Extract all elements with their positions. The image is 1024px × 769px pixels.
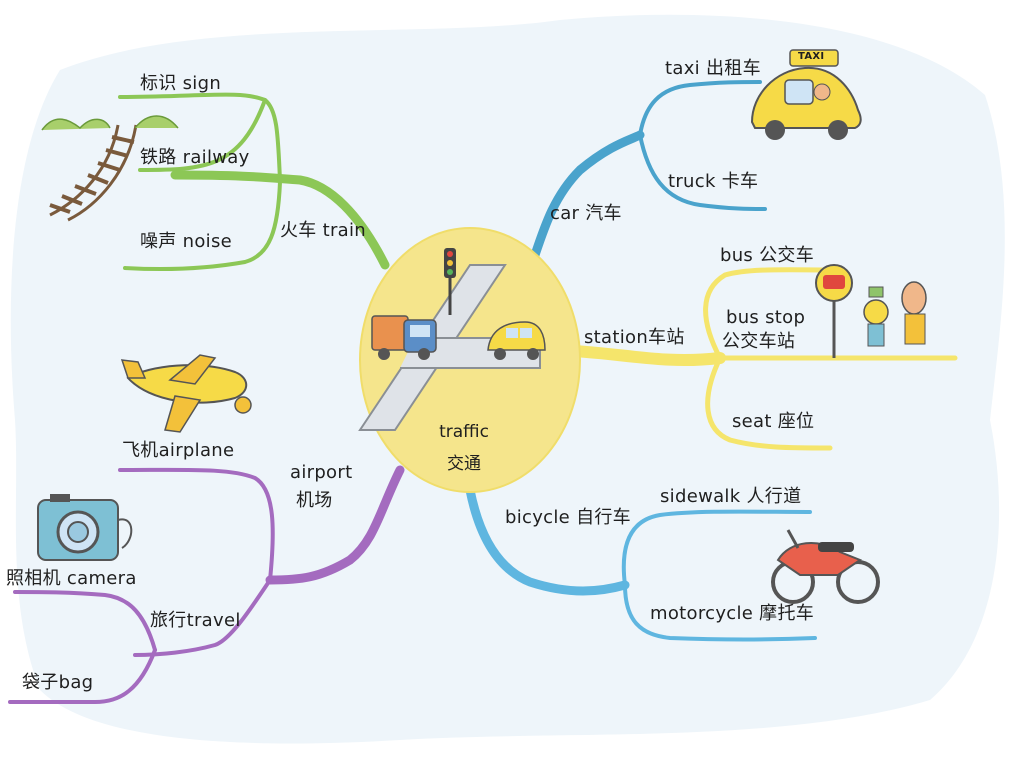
center-label-en: traffic [439, 422, 489, 442]
branch-label-bicycle: bicycle 自行车 [505, 507, 631, 528]
center-taxi-icon [487, 321, 546, 360]
taxi-icon [750, 49, 862, 140]
traffic-light-icon [444, 248, 456, 315]
node-truck: truck 卡车 [668, 171, 759, 192]
branch-label-station: station车站 [584, 327, 685, 348]
branch-car-lines [530, 80, 767, 260]
branch-train-lines [118, 92, 390, 272]
branch-label-car: car 汽车 [550, 203, 622, 224]
node-sidewalk: sidewalk 人行道 [660, 486, 802, 507]
node-sign: 标识 sign [140, 73, 222, 94]
node-bag: 袋子bag [22, 672, 94, 693]
branch-label-airport-zh: 机场 [296, 490, 333, 511]
airplane-icon [120, 354, 252, 433]
grass-icon [41, 118, 111, 131]
grass-icon-2 [134, 115, 179, 129]
node-camera: 照相机 camera [6, 568, 137, 589]
person-icon [863, 286, 889, 347]
railway-icon [49, 124, 138, 222]
node-bus: bus 公交车 [720, 245, 815, 266]
node-motorcycle: motorcycle 摩托车 [650, 603, 815, 624]
node-bus-stop-zh: 公交车站 [722, 331, 796, 352]
branch-label-train: 火车 train [280, 220, 367, 241]
person-icon-2 [901, 281, 927, 345]
node-seat: seat 座位 [732, 411, 815, 432]
branch-bicycle-lines [465, 485, 817, 642]
node-taxi: taxi 出租车 [665, 58, 761, 79]
truck-icon [371, 315, 437, 360]
node-bus-stop: bus stop [726, 307, 806, 328]
center-label-zh: 交通 [447, 454, 481, 474]
node-railway: 铁路 railway [140, 147, 250, 168]
taxi-sign-text: TAXI [798, 51, 825, 62]
branch-airport-lines [8, 465, 405, 705]
node-noise: 噪声 noise [140, 231, 232, 252]
node-travel: 旅行travel [150, 610, 241, 631]
node-airplane: 飞机airplane [122, 440, 235, 461]
motorcycle-icon [771, 529, 880, 604]
bus-stop-sign-icon [815, 264, 853, 358]
branch-label-airport-en: airport [290, 462, 353, 483]
camera-icon [37, 494, 133, 561]
